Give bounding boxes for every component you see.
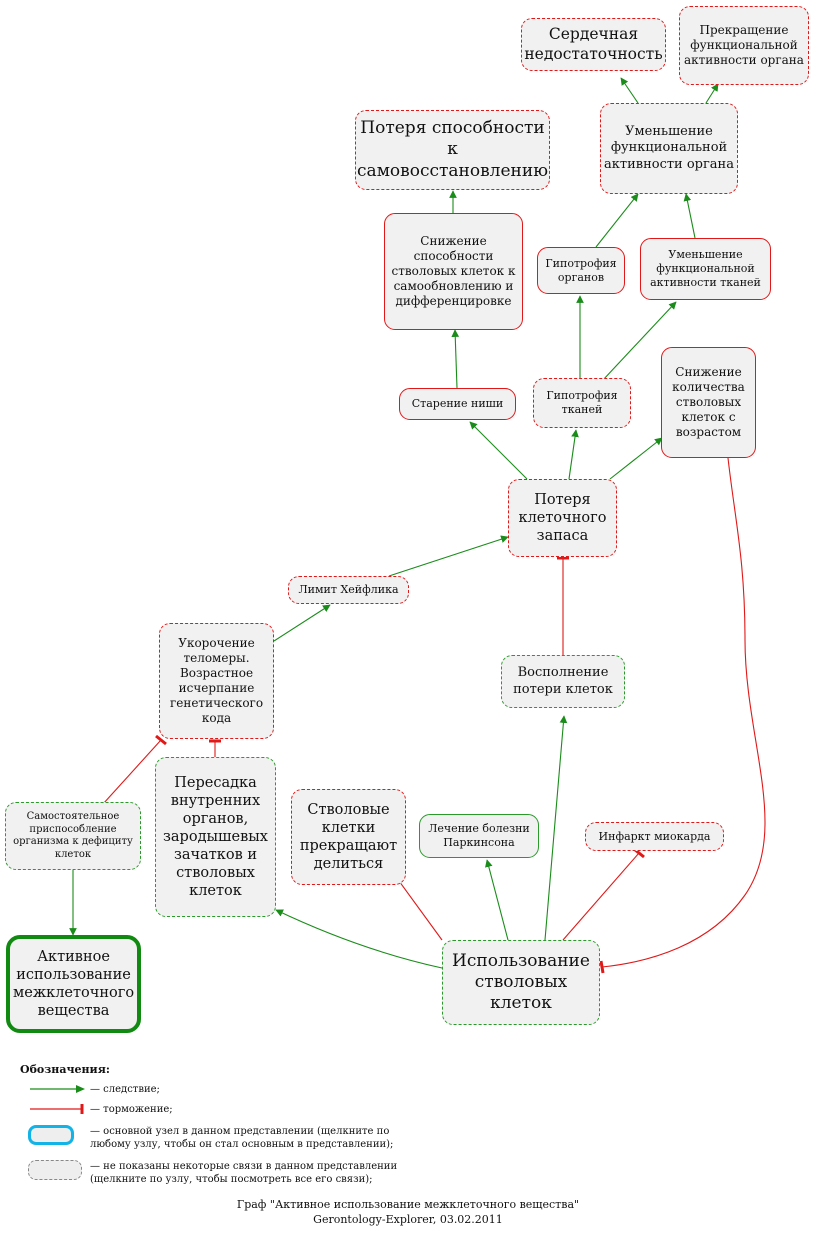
edge-tissue-hypo-to-tissue-activity (602, 301, 677, 381)
node-myocardial-infarction[interactable]: Инфаркт миокарда (585, 822, 724, 851)
node-stem-cells-stop-dividing[interactable]: Стволовые клетки прекращают делиться (291, 789, 406, 885)
node-cessation-of-organ-activity[interactable]: Прекращение функциональной активности ор… (679, 6, 809, 85)
edge-reserve-to-tissue-hypo (568, 429, 579, 480)
node-hayflick-limit[interactable]: Лимит Хейфлика (288, 576, 409, 604)
node-reduced-tissue-activity[interactable]: Уменьшение функциональной активности тка… (640, 238, 771, 300)
edge-stem-use-to-transplant (275, 909, 443, 969)
node-stem-cell-self-renewal-decline[interactable]: Снижение способности стволовых клеток к … (384, 213, 523, 330)
edge-adapt-bar (155, 734, 167, 746)
node-self-adaptation[interactable]: Самостоятельное приспособление организма… (5, 802, 141, 870)
edge-telomere-to-hayflick (273, 604, 331, 642)
legend-inhibition-text: — торможение; (90, 1104, 173, 1115)
node-telomere-shortening[interactable]: Укорочение теломеры. Возрастное исчерпан… (159, 623, 274, 739)
edge-reserve-to-niche (469, 421, 528, 480)
legend-row-main-node: — основной узел в данном представлении (… (20, 1125, 440, 1151)
edge-reduced-organ-to-cessation (705, 83, 719, 104)
legend-main-node-box-icon (28, 1125, 90, 1151)
node-parkinson-treatment[interactable]: Лечение болезни Паркинсона (419, 814, 539, 858)
caption-title: Граф "Активное использование межклеточно… (236, 1198, 580, 1211)
edge-count-decline-inhibits-stem-use (601, 457, 766, 968)
legend-row-consequence: — следствие; (20, 1083, 440, 1105)
edge-self-adaptation-inhibits-telomere (102, 739, 162, 805)
legend-row-hidden-links: — не показаны некоторые связи в данном п… (20, 1160, 440, 1186)
edge-niche-to-self-renewal-decline (451, 329, 460, 389)
legend-hidden-links-box-icon (28, 1160, 90, 1186)
node-cell-loss-replenishment[interactable]: Восполнение потери клеток (501, 655, 625, 708)
edge-stem-use-inhibits-infarction (562, 852, 640, 941)
node-active-ecm-use[interactable]: Активное использование межклеточного вещ… (6, 935, 141, 1033)
legend: Обозначения: — следствие; — торможение; … (20, 1063, 440, 1185)
edge-stem-use-to-parkinson (485, 859, 509, 941)
legend-hidden-links-text: — не показаны некоторые связи в данном п… (90, 1161, 398, 1185)
caption-source: Gerontology-Explorer, 03.02.2011 (313, 1212, 503, 1226)
node-loss-of-self-renewal[interactable]: Потеря способности к самовосстановлению (355, 110, 550, 190)
edge-stem-use-to-replenishment (544, 715, 568, 941)
node-niche-aging[interactable]: Старение ниши (399, 388, 516, 420)
node-stem-cell-count-decline[interactable]: Снижение количества стволовых клеток с в… (661, 347, 756, 458)
node-organ-hypotrophy[interactable]: Гипотрофия органов (537, 247, 625, 294)
legend-main-node-text: — основной узел в данном представлении (… (90, 1126, 394, 1150)
graph-caption: Граф "Активное использование межклеточно… (0, 1198, 816, 1228)
edge-hayflick-to-reserve (388, 535, 509, 577)
edge-reduced-organ-to-heart-failure (620, 77, 639, 104)
node-organ-transplant[interactable]: Пересадка внутренних органов, зародышевы… (155, 757, 276, 917)
node-cell-reserve-loss[interactable]: Потеря клеточного запаса (508, 479, 617, 557)
edge-reserve-to-count-decline (609, 437, 663, 480)
edge-organ-hypotrophy-to-reduced-organ (595, 193, 639, 248)
legend-title: Обозначения: (20, 1063, 110, 1076)
node-heart-failure[interactable]: Сердечная недостаточность (521, 18, 666, 71)
legend-row-inhibition: — торможение; (20, 1103, 440, 1125)
edge-tissue-activity-to-reduced-organ (683, 193, 696, 239)
node-reduced-organ-activity[interactable]: Уменьшение функциональной активности орг… (600, 103, 738, 194)
legend-consequence-arrow-icon (28, 1083, 90, 1105)
legend-inhibition-bar-icon (28, 1103, 90, 1125)
legend-consequence-text: — следствие; (90, 1084, 160, 1095)
node-tissue-hypotrophy[interactable]: Гипотрофия тканей (533, 378, 631, 428)
node-stem-cell-use[interactable]: Использование стволовых клеток (442, 940, 600, 1025)
edge-stem-use-bar (599, 960, 605, 974)
